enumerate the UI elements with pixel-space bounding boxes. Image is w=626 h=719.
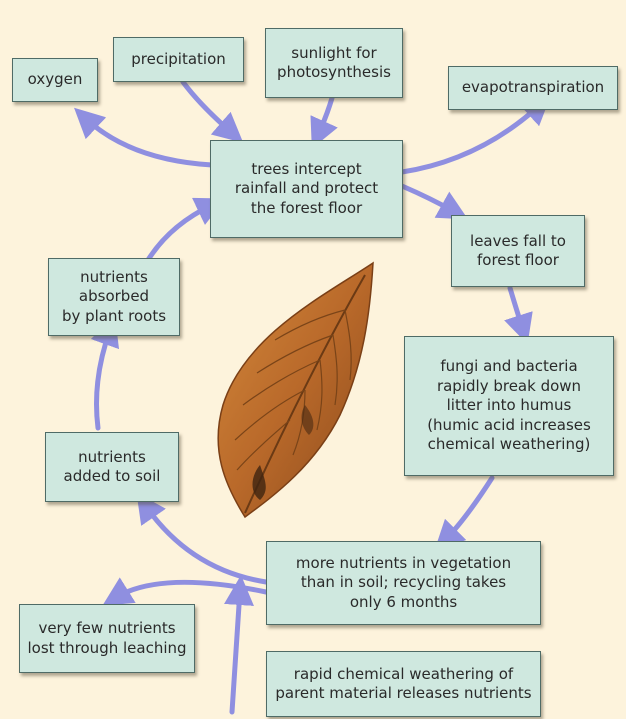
arrow-weathering-up: [232, 590, 240, 712]
node-precipitation: precipitation: [113, 37, 244, 82]
node-more-nutrients: more nutrients in vegetation than in soi…: [266, 541, 541, 625]
node-trees: trees intercept rainfall and protect the…: [210, 140, 403, 238]
node-leaching: very few nutrients lost through leaching: [19, 604, 195, 673]
node-leaves-fall-label: leaves fall to forest floor: [470, 232, 566, 271]
arrow-more-to-leaching: [115, 582, 266, 598]
leaf-image: [205, 255, 385, 525]
node-evapotranspiration: evapotranspiration: [448, 66, 618, 110]
node-oxygen-label: oxygen: [28, 70, 83, 90]
node-oxygen: oxygen: [12, 58, 98, 102]
node-sunlight: sunlight for photosynthesis: [265, 28, 403, 98]
node-leaves-fall: leaves fall to forest floor: [451, 215, 585, 287]
arrow-fungi-to-more: [445, 478, 492, 540]
node-nutrients-added-label: nutrients added to soil: [64, 448, 161, 487]
node-fungi-bacteria: fungi and bacteria rapidly break down li…: [404, 336, 614, 476]
arrow-sunlight-to-trees: [318, 98, 332, 135]
node-trees-label: trees intercept rainfall and protect the…: [235, 160, 378, 219]
arrow-precipitation-to-trees: [183, 82, 232, 133]
node-nutrients-added: nutrients added to soil: [45, 432, 179, 502]
node-leaching-label: very few nutrients lost through leaching: [27, 619, 186, 658]
node-fungi-bacteria-label: fungi and bacteria rapidly break down li…: [427, 357, 591, 455]
arrow-leaves-to-fungi: [510, 288, 523, 330]
arrow-trees-to-leaves: [402, 186, 455, 212]
node-evapotranspiration-label: evapotranspiration: [462, 78, 604, 98]
node-chemical-weathering: rapid chemical weathering of parent mate…: [266, 651, 541, 717]
node-precipitation-label: precipitation: [131, 50, 226, 70]
node-sunlight-label: sunlight for photosynthesis: [277, 44, 391, 83]
arrow-added-to-absorbed: [97, 330, 111, 428]
node-more-nutrients-label: more nutrients in vegetation than in soi…: [296, 554, 511, 613]
arrow-absorbed-to-trees: [148, 205, 212, 260]
arrow-trees-to-evapotranspiration: [402, 105, 540, 172]
node-nutrients-absorbed: nutrients absorbed by plant roots: [48, 258, 180, 336]
arrow-trees-to-oxygen: [85, 118, 212, 165]
node-chemical-weathering-label: rapid chemical weathering of parent mate…: [275, 665, 531, 704]
node-nutrients-absorbed-label: nutrients absorbed by plant roots: [62, 268, 166, 327]
